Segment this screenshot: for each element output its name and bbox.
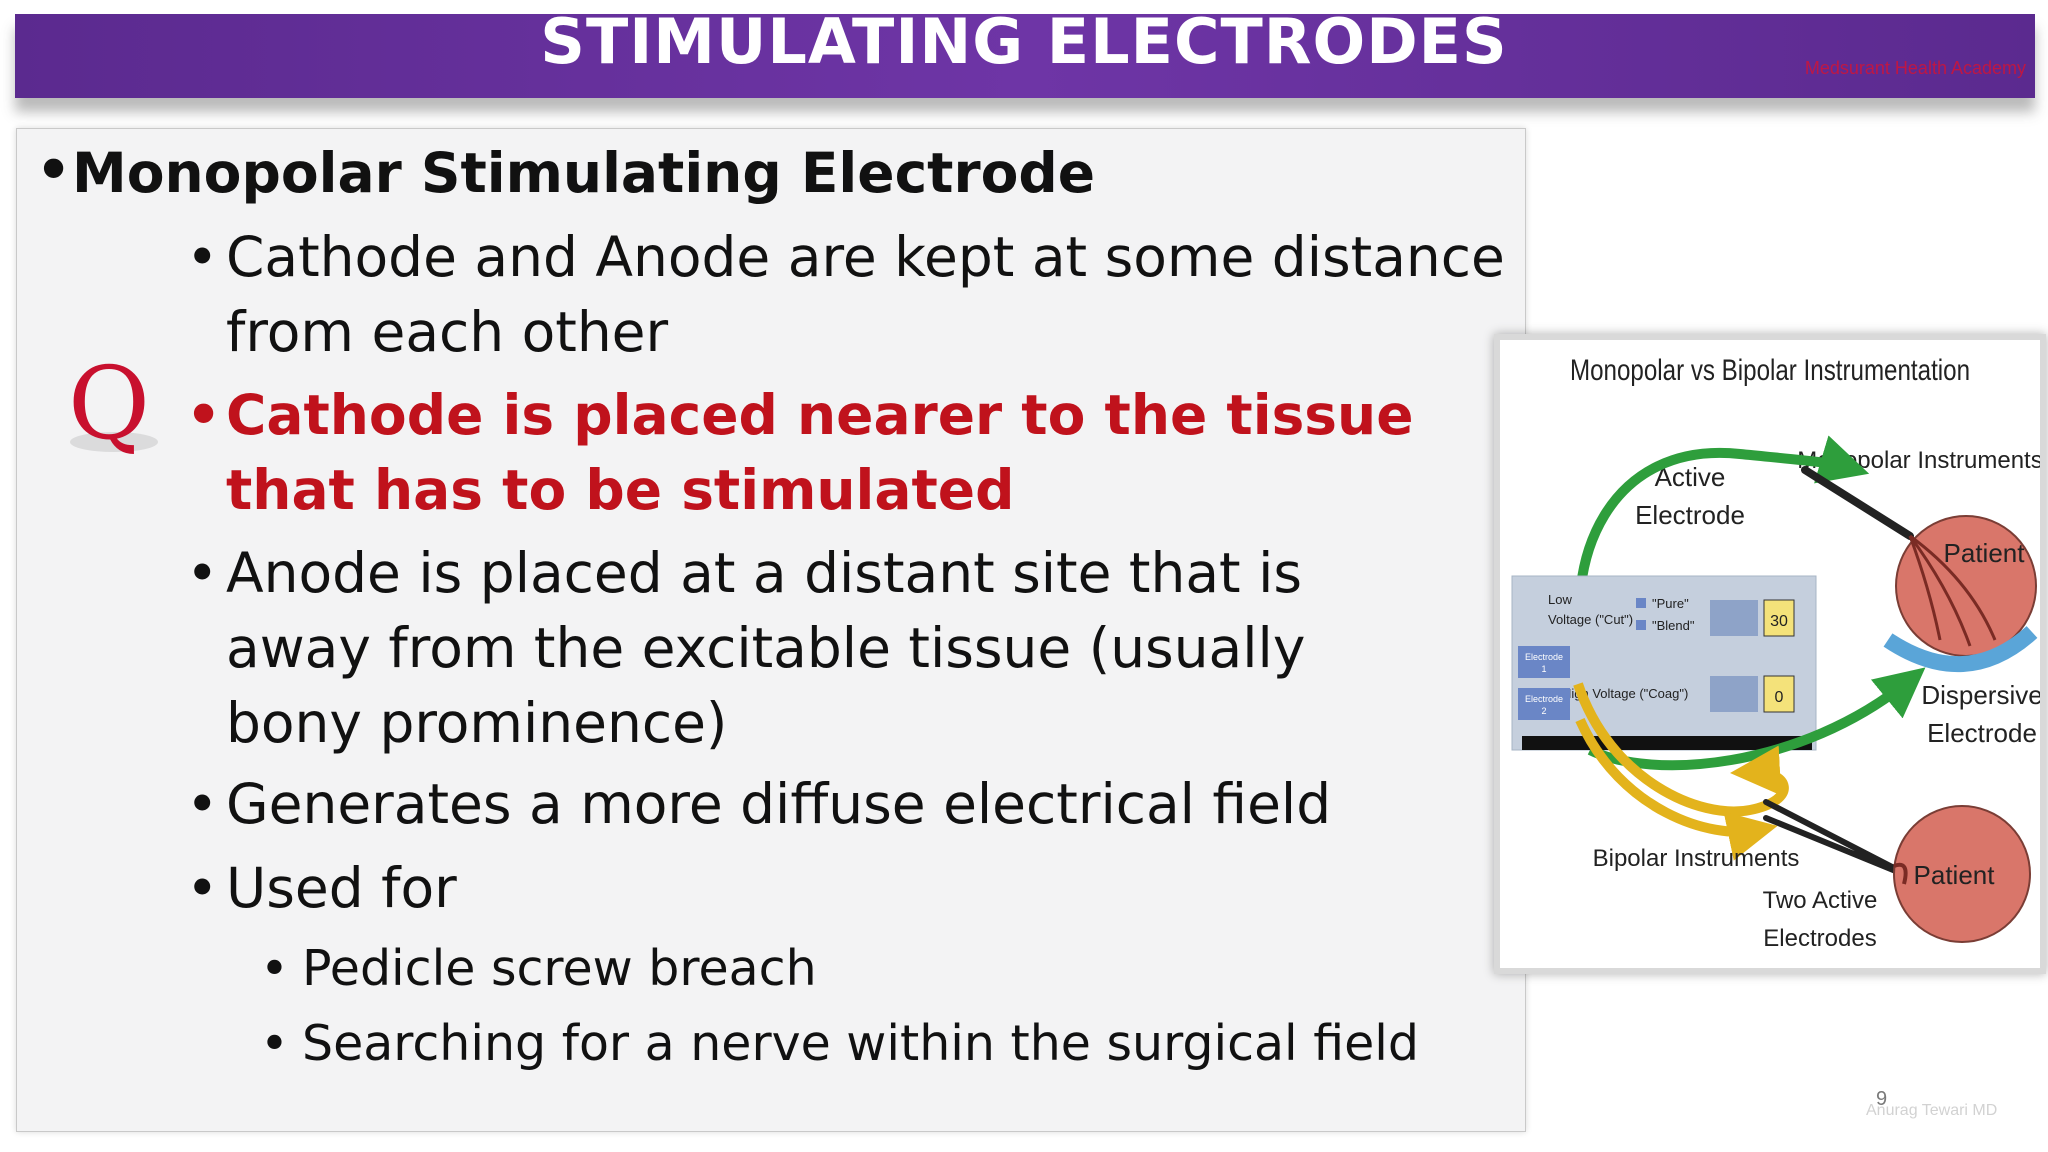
bullet-text-highlight: Cathode is placed nearer to the tissue t… (226, 383, 1414, 522)
two-active-electrodes-label-2: Electrodes (1763, 925, 1876, 952)
bullet-dot: • (186, 856, 219, 920)
cut-value: 30 (1770, 613, 1788, 630)
instrumentation-figure: Monopolar vs Bipolar Instrumentation Act… (1494, 334, 2046, 974)
monopolar-instrument-probe (1801, 466, 1914, 540)
current-path-bottom (1893, 862, 1908, 885)
figure-title: Monopolar vs Bipolar Instrumentation (1570, 354, 1970, 387)
electrode-1-port (1518, 646, 1570, 678)
q-logo-letter: Q (68, 356, 150, 462)
electrode-2-label-1: Electrode (1525, 694, 1563, 704)
bullet-item-2: • Cathode is placed nearer to the tissue… (186, 378, 1486, 528)
bipolar-yellow-arrow-2 (1575, 717, 1778, 861)
heading-bullet: • Monopolar Stimulating Electrode (36, 138, 1095, 208)
bullet-dot: • (186, 225, 219, 289)
electrode-2-port (1518, 688, 1570, 720)
cut-display (1710, 600, 1758, 636)
bullet-text: Cathode and Anode are kept at some dista… (226, 225, 1505, 364)
active-electrode-label-2: Electrode (1635, 500, 1745, 530)
title-bar (15, 14, 2035, 98)
bullet-dot: • (36, 138, 72, 202)
dispersive-electrode-label-2: Electrode (1927, 718, 2037, 748)
page-number: 9 (1876, 1088, 1888, 1110)
current-paths-top (1908, 534, 1997, 647)
bullet-dot: • (186, 772, 219, 836)
bullet-text: Anode is placed at a distant site that i… (226, 541, 1306, 755)
patient-circle-bottom (1893, 805, 2031, 943)
bullet-dot: • (186, 541, 219, 605)
cut-value-box (1763, 599, 1795, 637)
bipolar-forceps (1763, 799, 1901, 875)
electrode-2-label-2: 2 (1541, 706, 1546, 716)
sub-bullet-text: Pedicle screw breach (302, 940, 817, 997)
heading-text: Monopolar Stimulating Electrode (72, 141, 1096, 205)
q-logo-icon: Q (68, 356, 158, 462)
low-voltage-label-1: Low (1548, 592, 1572, 607)
bullet-text: Used for (226, 856, 457, 920)
bullet-dot: • (260, 1015, 289, 1072)
instrumentation-diagram: Monopolar vs Bipolar Instrumentation Act… (1511, 354, 2043, 952)
patient-bottom-label: Patient (1914, 860, 1996, 890)
dispersive-pad (1883, 626, 2038, 672)
blend-label: "Blend" (1652, 618, 1695, 633)
bullet-text: Generates a more diffuse electrical fiel… (226, 772, 1332, 836)
blend-indicator (1636, 620, 1646, 630)
watermark-bottom: Anurag Tewari MD (1866, 1102, 1998, 1119)
pure-indicator (1636, 598, 1646, 608)
slide-title: STIMULATING ELECTRODES (540, 5, 1508, 78)
bullet-item-1: • Cathode and Anode are kept at some dis… (186, 220, 1516, 370)
watermark-top: Medsurant Health Academy (1804, 58, 2026, 78)
bipolar-instruments-label: Bipolar Instruments (1593, 845, 1800, 872)
content-panel (16, 128, 1526, 1132)
coag-display (1710, 676, 1758, 712)
electrode-1-label-1: Electrode (1525, 652, 1563, 662)
sub-bullet-item-2: • Searching for a nerve within the surgi… (260, 1012, 1460, 1076)
electrode-1-label-2: 1 (1541, 664, 1546, 674)
bullet-item-4: • Generates a more diffuse electrical fi… (186, 767, 1486, 842)
sub-bullet-item-1: • Pedicle screw breach (260, 937, 1460, 1001)
bullet-dot: • (186, 383, 222, 447)
bullet-item-5: • Used for (186, 851, 1486, 926)
two-active-electrodes-label-1: Two Active (1763, 887, 1878, 914)
low-voltage-label-2: Voltage ("Cut") (1548, 612, 1633, 627)
bipolar-yellow-arrow-1 (1573, 682, 1789, 817)
pure-label: "Pure" (1652, 596, 1689, 611)
high-voltage-label: High Voltage ("Coag") (1562, 686, 1688, 701)
dispersive-electrode-label-1: Dispersive (1921, 680, 2040, 710)
bullet-item-3: • Anode is placed at a distant site that… (186, 536, 1456, 761)
sub-bullet-text: Searching for a nerve within the surgica… (302, 1015, 1419, 1072)
coag-value-box (1763, 675, 1795, 713)
patient-top-label: Patient (1944, 538, 2026, 568)
coag-value: 0 (1775, 689, 1784, 706)
bullet-dot: • (260, 940, 289, 997)
